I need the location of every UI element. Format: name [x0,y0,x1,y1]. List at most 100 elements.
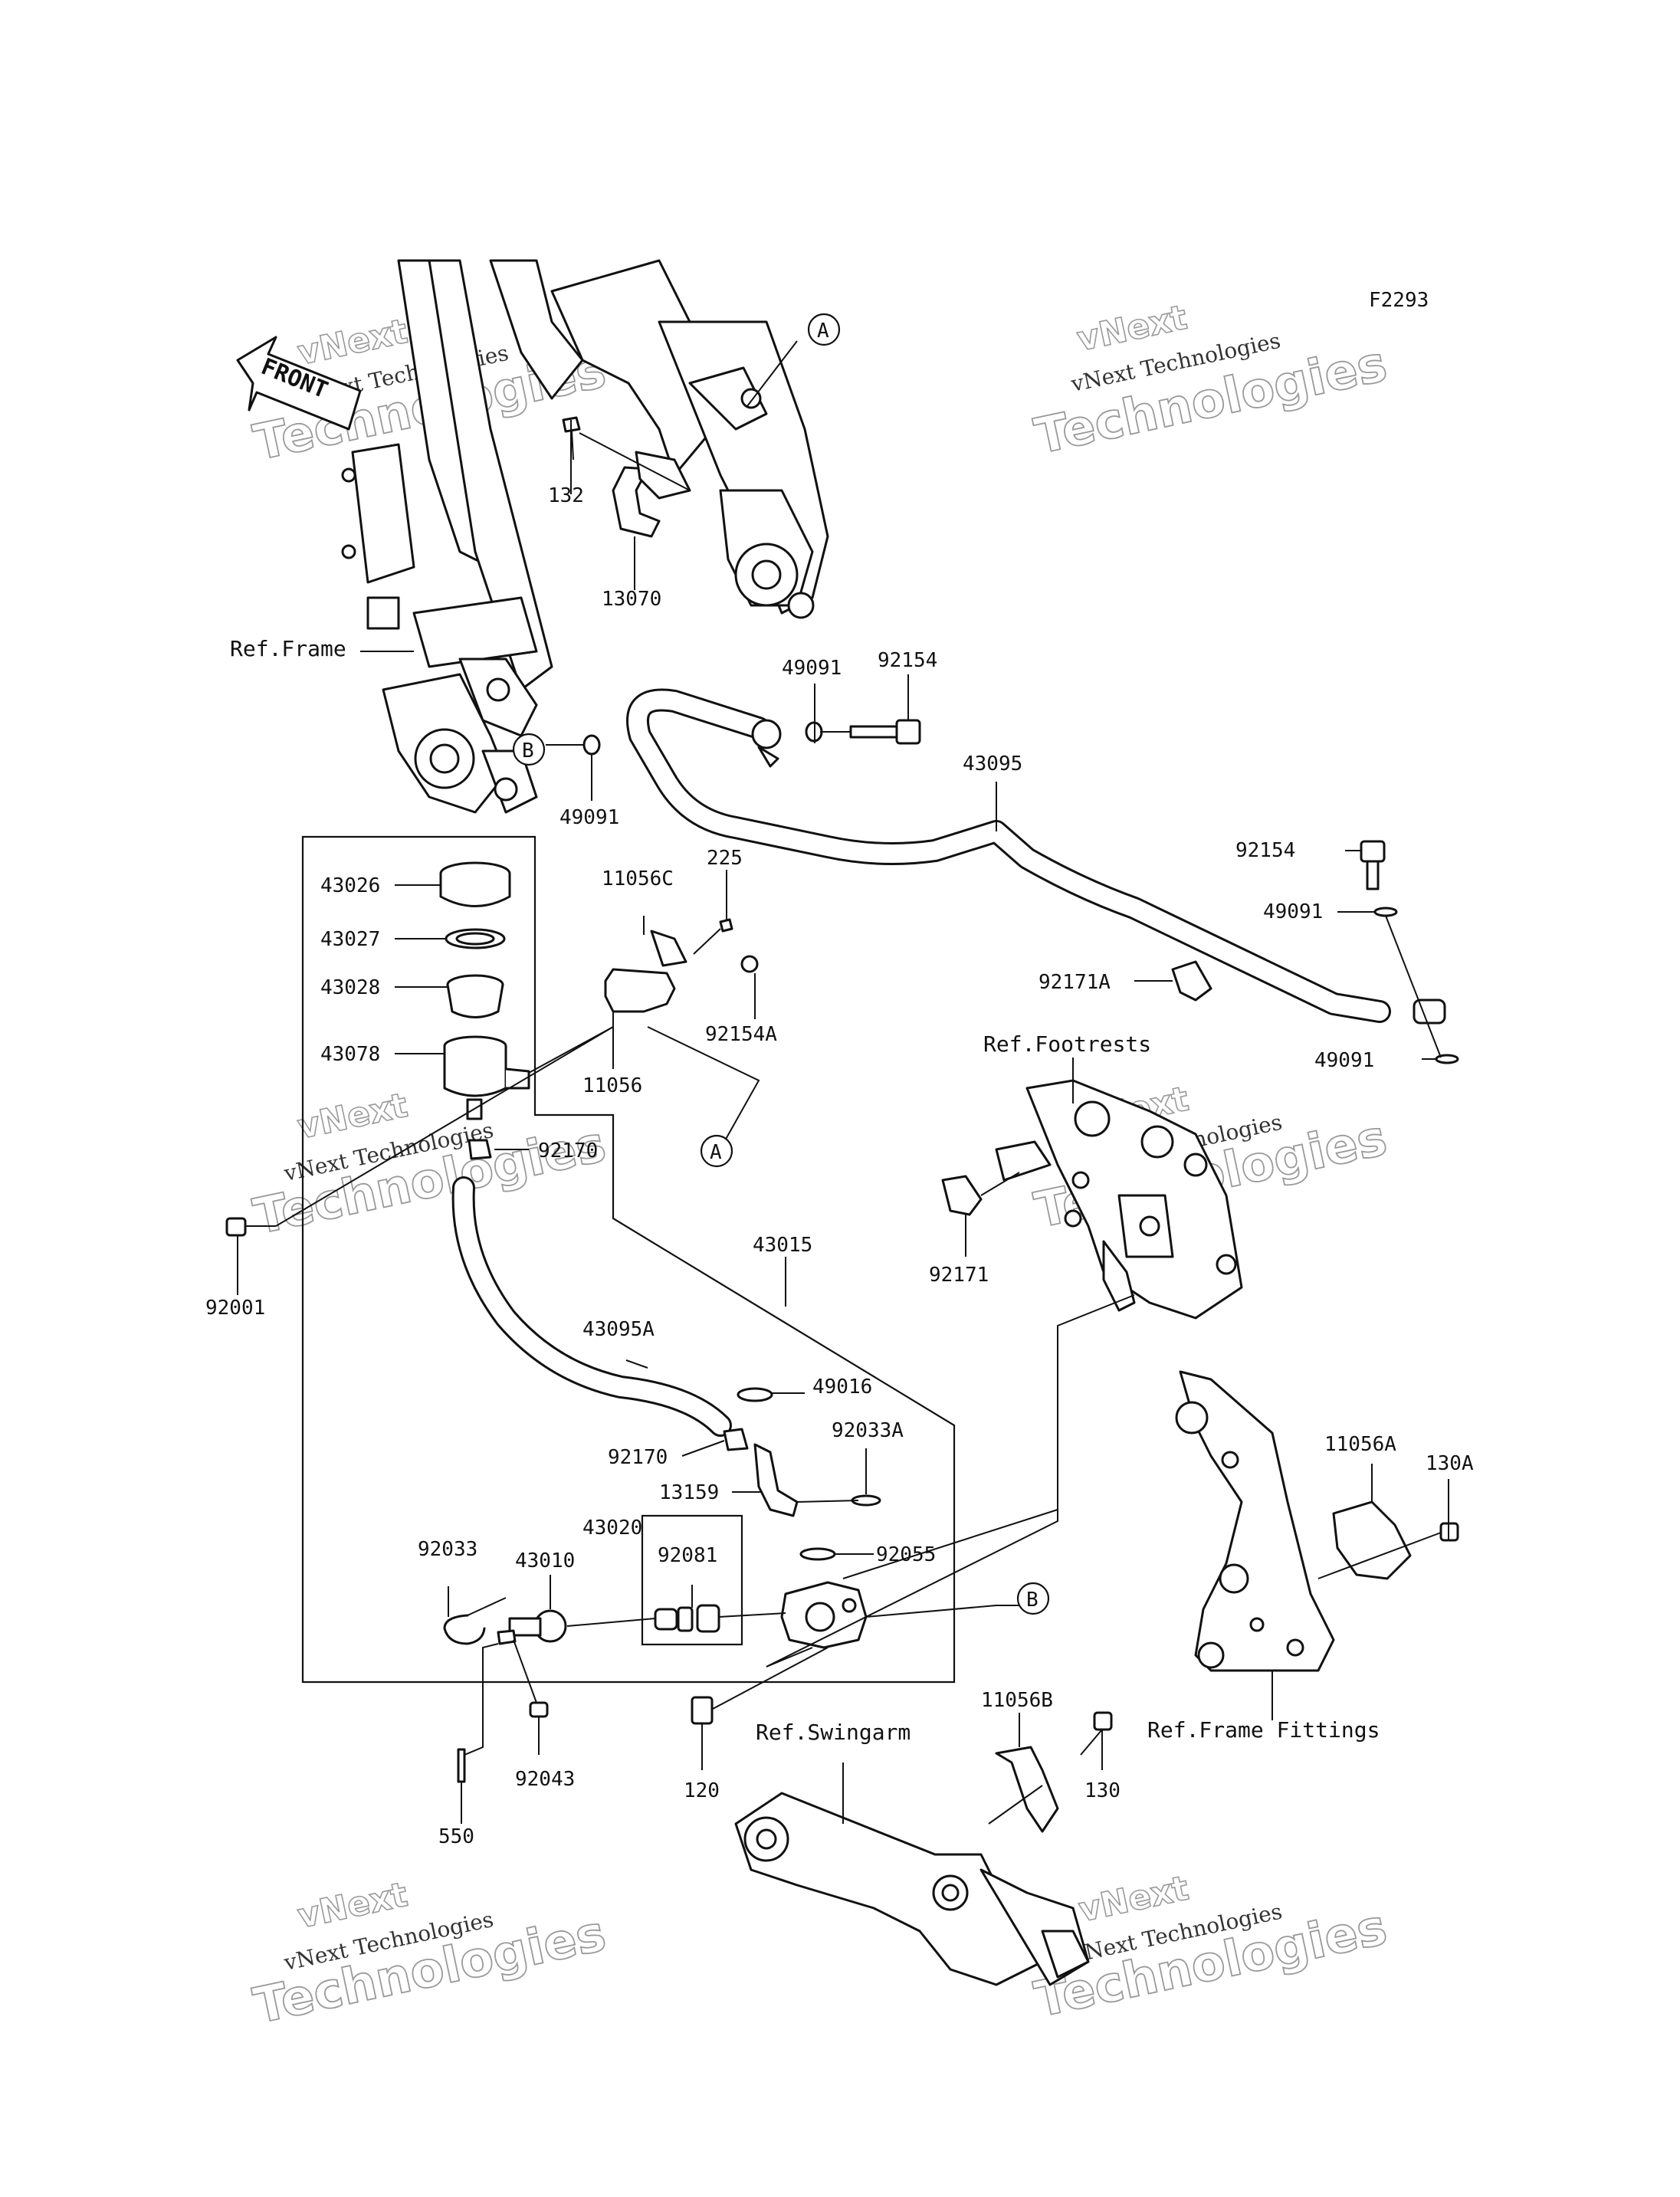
ref-frame-fittings: Ref.Frame Fittings [1147,1717,1380,1743]
label-130A: 130A [1426,1452,1474,1475]
part-labels: 132 13070 49091 92154 49091 43095 92154 … [205,484,1474,1848]
joint-13159-icon [753,1443,799,1517]
ref-footrests: Ref.Footrests [983,1031,1151,1057]
bracket-11056B-icon [995,1746,1059,1833]
clamp-92171A-icon [1171,960,1212,1002]
label-92001: 92001 [205,1297,265,1320]
piston-kit-92081-icon [654,1604,720,1633]
clip-11056C-icon [650,930,687,967]
bolt-120-icon [691,1696,714,1725]
bracket-11056-icon [604,968,676,1013]
label-92081: 92081 [658,1544,717,1567]
diaphragm-43028-icon [446,974,504,1018]
bolt-92154A-icon [740,955,759,973]
label-49016: 49016 [812,1376,872,1399]
clamp-92171-icon [941,1175,983,1216]
callout-b-mid: B [1016,1582,1050,1615]
label-43010: 43010 [515,1549,575,1572]
leader-lines [237,340,1449,1825]
label-550: 550 [438,1825,474,1848]
reservoir-cap-43026-icon [439,861,511,907]
bolt-92154-top-icon [849,719,921,745]
frame-drawing [341,259,829,814]
banjo-fitting-top-icon [751,719,782,768]
svg-text:B: B [1026,1589,1039,1612]
kit-43020-box [641,1514,743,1646]
washer-49091-right2-icon [1435,1054,1459,1064]
banjo-fitting-right-icon [1413,998,1446,1025]
figure-code: F2293 [1369,289,1429,312]
bracket-13070-icon [635,451,691,500]
master-cylinder-icon [780,1581,868,1649]
label-43027: 43027 [320,928,380,951]
footrest-drawing [995,1079,1243,1320]
label-92055: 92055 [876,1543,936,1566]
watermark-bottom-left: vNext vNext Technologies Technologies [248,1874,612,2036]
label-13159: 13159 [659,1481,719,1504]
label-11056B: 11056B [981,1689,1053,1712]
label-11056C: 11056C [602,867,674,890]
label-43095: 43095 [963,753,1022,776]
ref-swingarm: Ref.Swingarm [756,1720,911,1745]
svg-text:A: A [817,320,829,343]
label-49091-top: 49091 [782,657,842,680]
screw-225-icon [719,918,733,933]
callout-a-mid: A [700,1134,733,1168]
label-92043: 92043 [515,1768,575,1791]
ring-49016-icon [737,1387,773,1402]
cotter-pin-550-icon [457,1748,466,1783]
label-92154-top: 92154 [878,649,937,672]
label-43028: 43028 [320,976,380,999]
label-43078: 43078 [320,1043,380,1066]
callout-b-left: B [512,733,546,766]
frame-fittings-drawing [1175,1370,1335,1672]
label-130: 130 [1084,1779,1121,1802]
pushrod-43010-icon [497,1609,567,1645]
label-43020: 43020 [582,1517,642,1540]
washer-49091-b-icon [582,734,601,756]
circlip-92033-icon [443,1614,486,1645]
bolt-92154-right-icon [1360,840,1386,890]
label-225: 225 [707,847,743,870]
oring-92055-icon [799,1547,836,1561]
label-43015: 43015 [753,1234,812,1257]
label-43095A: 43095A [582,1318,655,1341]
swingarm-drawing [734,1792,1090,1986]
label-11056A: 11056A [1324,1433,1396,1456]
clamp-92170-top-icon [468,1139,492,1160]
label-11056: 11056 [582,1074,642,1097]
label-92154A: 92154A [705,1023,777,1046]
watermark-top-right: vNext vNext Technologies Technologies [1029,297,1393,467]
hose-43095 [626,688,1391,1023]
label-49091-right2: 49091 [1314,1049,1374,1072]
front-arrow-icon: FRONT [236,336,362,431]
bracket-11056A-icon [1332,1500,1412,1580]
svg-text:A: A [710,1141,722,1164]
label-13070: 13070 [602,588,661,611]
label-120: 120 [684,1779,720,1802]
label-92171: 92171 [929,1264,989,1287]
bolt-130-icon [1080,1711,1113,1756]
svg-text:B: B [522,739,534,762]
label-49091-b: 49091 [559,806,619,829]
label-92170-top: 92170 [538,1139,598,1162]
bolt-92001-icon [225,1217,276,1237]
washer-49091-right1-icon [1373,907,1398,917]
clamp-92170-mid-icon [723,1428,749,1451]
label-92033A: 92033A [832,1419,904,1442]
callout-a-top: A [807,313,841,346]
label-92171A: 92171A [1039,971,1111,994]
label-92033: 92033 [418,1538,477,1561]
label-92154-right: 92154 [1235,839,1295,862]
label-43026: 43026 [320,874,380,897]
label-92170-mid: 92170 [608,1446,668,1469]
diaphragm-plate-43027-icon [445,928,506,949]
hose-43095A [451,1176,732,1437]
reservoir-43078-icon [443,1035,530,1120]
label-132: 132 [548,484,584,507]
master-cylinder-group-box [301,835,956,1684]
label-49091-right1: 49091 [1263,900,1323,923]
ref-frame: Ref.Frame [230,636,346,661]
pin-92043-icon [529,1701,549,1718]
